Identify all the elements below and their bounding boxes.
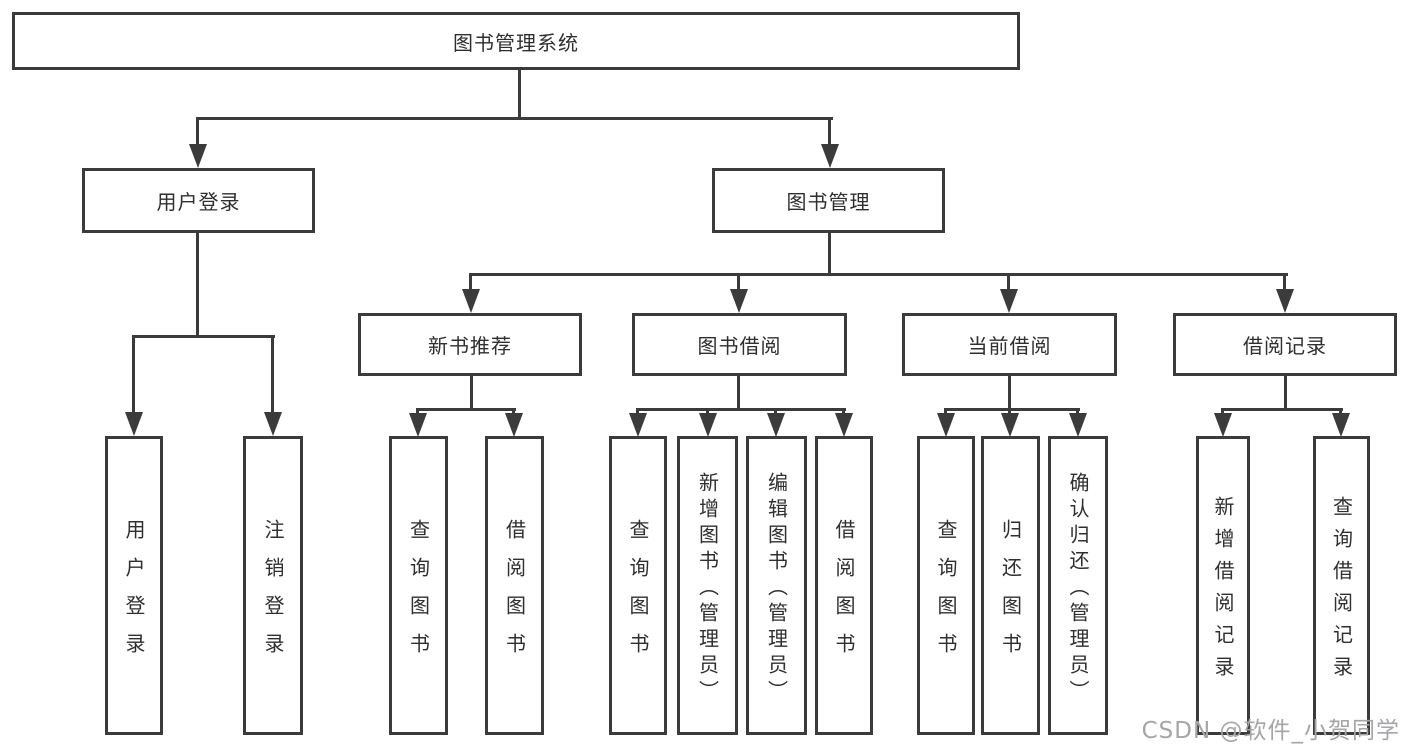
connector-line [518, 70, 521, 118]
connector-line [417, 408, 516, 411]
arrow-down-icon [629, 413, 647, 437]
leaf-user-login: 用户登录 [105, 436, 163, 735]
leaf-confirm-return-admin: 确认归还（管理员） [1048, 436, 1108, 735]
connector-line [132, 335, 135, 414]
connector-line [1221, 408, 1224, 415]
arrow-down-icon [767, 413, 785, 437]
leaf-borrow-books-2: 借阅图书 [815, 436, 873, 735]
arrow-down-icon [699, 413, 717, 437]
arrow-down-icon [1001, 413, 1019, 437]
arrow-down-icon [1069, 413, 1087, 437]
connector-line [197, 117, 833, 120]
leaf-query-books-3: 查询图书 [917, 436, 975, 735]
arrow-down-icon [835, 413, 853, 437]
leaf-add-borrow-record: 新增借阅记录 [1196, 436, 1250, 735]
leaf-borrow-books-1: 借阅图书 [485, 436, 544, 735]
arrow-down-icon [505, 413, 523, 437]
connector-line [828, 232, 831, 275]
arrow-down-icon [462, 289, 480, 313]
connector-line [774, 408, 777, 415]
leaf-query-borrow-record: 查询借阅记录 [1313, 436, 1370, 735]
connector-line [1221, 408, 1343, 411]
connector-line [828, 117, 831, 146]
connector-line [944, 408, 1080, 411]
arrow-down-icon [409, 413, 427, 437]
connector-line [470, 273, 1288, 276]
connector-line [196, 117, 199, 146]
connector-line [133, 335, 275, 338]
node-current-borrow-label: 当前借阅 [967, 334, 1052, 358]
connector-line [512, 408, 515, 415]
watermark-text: CSDN @软件_小贺同学 [1141, 718, 1400, 744]
node-book-management-label: 图书管理 [786, 190, 871, 214]
connector-line [196, 232, 199, 337]
leaf-add-book-admin: 新增图书（管理员） [677, 436, 738, 735]
node-book-borrow-label: 图书借阅 [697, 334, 782, 358]
arrow-down-icon [937, 413, 955, 437]
leaf-return-book: 归还图书 [981, 436, 1040, 735]
arrow-down-icon [264, 412, 282, 436]
connector-line [1008, 408, 1011, 415]
connector-line [636, 408, 639, 415]
arrow-down-icon [730, 289, 748, 313]
node-borrow-records: 借阅记录 [1173, 313, 1397, 376]
connector-line [470, 376, 473, 410]
connector-line [1283, 273, 1286, 291]
connector-line [636, 408, 846, 411]
arrow-down-icon [821, 144, 839, 168]
connector-line [737, 273, 740, 291]
arrow-down-icon [189, 144, 207, 168]
leaf-edit-book-admin: 编辑图书（管理员） [746, 436, 807, 735]
arrow-down-icon [1332, 413, 1350, 437]
arrow-down-icon [125, 412, 143, 436]
node-new-book-recommend-label: 新书推荐 [428, 334, 512, 358]
connector-line [416, 408, 419, 415]
connector-line [737, 376, 740, 410]
arrow-down-icon [1000, 289, 1018, 313]
node-new-book-recommend: 新书推荐 [358, 313, 582, 376]
arrow-down-icon [1214, 413, 1232, 437]
node-current-borrow: 当前借阅 [902, 313, 1117, 376]
node-borrow-records-label: 借阅记录 [1243, 334, 1327, 358]
node-user-login-label: 用户登录 [156, 190, 241, 214]
connector-line [1008, 376, 1011, 410]
node-book-borrow: 图书借阅 [632, 313, 847, 376]
node-book-management: 图书管理 [712, 168, 945, 233]
connector-line [1284, 376, 1287, 410]
arrow-down-icon [1276, 289, 1294, 313]
connector-line [706, 408, 709, 415]
leaf-query-books-2: 查询图书 [609, 436, 667, 735]
connector-line [1007, 273, 1010, 291]
connector-line [944, 408, 947, 415]
connector-line [842, 408, 845, 415]
connector-line [1076, 408, 1079, 415]
node-user-login: 用户登录 [82, 168, 315, 233]
node-root-label: 图书管理系统 [453, 30, 579, 55]
connector-line [271, 335, 274, 414]
connector-line [1339, 408, 1342, 415]
leaf-logout: 注销登录 [243, 436, 303, 735]
node-root: 图书管理系统 [12, 12, 1020, 70]
connector-line [469, 273, 472, 291]
leaf-query-books-1: 查询图书 [389, 436, 448, 735]
